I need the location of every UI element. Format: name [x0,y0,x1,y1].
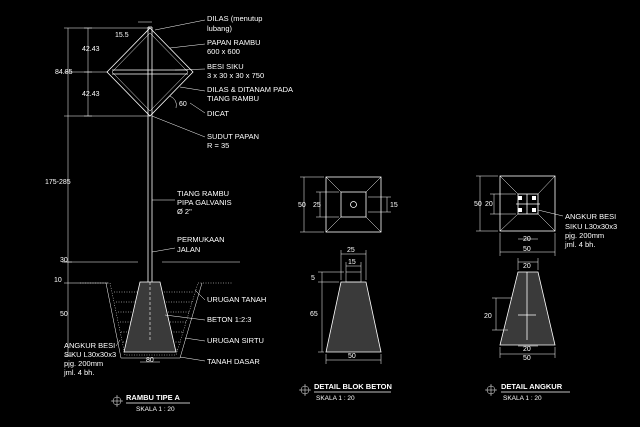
dim-lower: 42.43 [82,91,100,98]
label-tiang-2: PIPA GALVANIS [177,198,232,207]
blok-dim-5: 5 [311,275,315,282]
leader-lines [115,19,206,362]
angkur-dim-plan-b2: 50 [523,246,531,253]
blok-elevation [325,281,382,353]
detail-blok-beton: 50 25 15 25 15 5 65 50 DETAIL BLOK BETON [298,176,398,402]
sign-board-inner [111,32,189,112]
label-dicat: DICAT [207,109,229,118]
dim-sign-total: 84.85 [55,69,73,76]
dim-50: 50 [60,311,68,318]
label-sudut-2: R = 35 [207,141,229,150]
angkur-dim-plan-b1: 20 [523,236,531,243]
title-block-blok: DETAIL BLOK BETON SKALA 1 : 20 [299,382,392,402]
title-angkur: DETAIL ANGKUR [501,382,563,391]
angkur-label-2: SIKU L30x30x3 [565,222,617,231]
angkur-dim-el-bottom2: 50 [523,355,531,362]
label-permukaan-2: JALAN [177,245,200,254]
angkur-dim-el-side: 20 [484,313,492,320]
title-main: RAMBU TIPE A [126,393,180,402]
blok-dim-65: 65 [310,311,318,318]
angkur-anchor-bolts [516,194,540,214]
angkur-elevation [499,271,556,346]
dim-pole: 175-285 [45,179,71,186]
scale-angkur: SKALA 1 : 20 [503,395,542,402]
detail-angkur: 50 20 20 50 ANGKUR BESI SIKU L30x30x3 pj… [474,175,617,402]
dim-upper: 42.43 [82,46,100,53]
dim-10: 10 [54,277,62,284]
title-block-angkur: DETAIL ANGKUR SKALA 1 : 20 [485,382,570,402]
scale-main: SKALA 1 : 20 [136,406,175,413]
label-beton: BETON 1:2:3 [207,315,251,324]
blok-plan-outer [325,176,382,233]
blok-dim-bottom: 50 [348,353,356,360]
blok-dim-inner-width: 15 [348,259,356,266]
label-permukaan-1: PERMUKAAN [177,235,225,244]
label-tanah-dasar: TANAH DASAR [207,357,260,366]
angkur-label-1: ANGKUR BESI [565,212,616,221]
excavation-pit-edge [105,282,203,359]
label-papan-2: 600 x 600 [207,47,240,56]
dim-30: 30 [60,257,68,264]
angkur-dim-el-bottom1: 20 [523,346,531,353]
angkur-label-3: pjg. 200mm [565,231,604,240]
angkur-label-4: jml. 4 bh. [564,240,595,249]
label-angkur-3: pjg. 200mm [64,359,103,368]
label-besi-2: 3 x 30 x 30 x 750 [207,71,264,80]
label-urugan-sirtu: URUGAN SIRTU [207,336,264,345]
label-besi-1: BESI SIKU [207,62,244,71]
label-urugan-tanah: URUGAN TANAH [207,295,266,304]
blok-dim-top-width: 25 [347,247,355,254]
dim-bottom: 80 [146,357,154,364]
label-angkur-4: jml. 4 bh. [63,368,94,377]
angkur-dim-el-top: 20 [523,263,531,270]
label-dilas-tanam-2: TIANG RAMBU [207,94,259,103]
label-angkur-2: SIKU L30x30x3 [64,350,116,359]
blok-plan-inner [340,191,367,218]
label-tiang-3: Ø 2" [177,207,192,216]
blok-pole-socket [345,271,362,283]
dim-top: 15.5 [115,32,129,39]
label-dilas-tanam-1: DILAS & DITANAM PADA [207,85,293,94]
label-papan-1: PAPAN RAMBU [207,38,260,47]
label-tiang-1: TIANG RAMBU [177,189,229,198]
angkur-dim-plan-left: 50 [474,201,482,208]
blok-dim-plan-right: 15 [390,202,398,209]
blok-dim-plan-inner: 25 [313,202,321,209]
title-block-main: RAMBU TIPE A SKALA 1 : 20 [111,393,190,413]
blok-dim-plan-left: 50 [298,202,306,209]
label-dilas-1: DILAS (menutup [207,14,262,23]
main-sign-view: 15.5 42.43 42.43 84.85 175-285 30 10 50 … [45,14,293,413]
scale-blok: SKALA 1 : 20 [316,395,355,402]
label-sudut-1: SUDUT PAPAN [207,132,259,141]
angkur-dim-plan-inner: 20 [485,201,493,208]
label-angkur-1: ANGKUR BESI [64,341,115,350]
title-blok: DETAIL BLOK BETON [314,382,392,391]
angkur-plan-outer [499,175,556,232]
dim-angle: 60 [179,101,187,108]
blok-pole-hole [350,201,357,208]
label-dilas-2: lubang) [207,24,233,33]
